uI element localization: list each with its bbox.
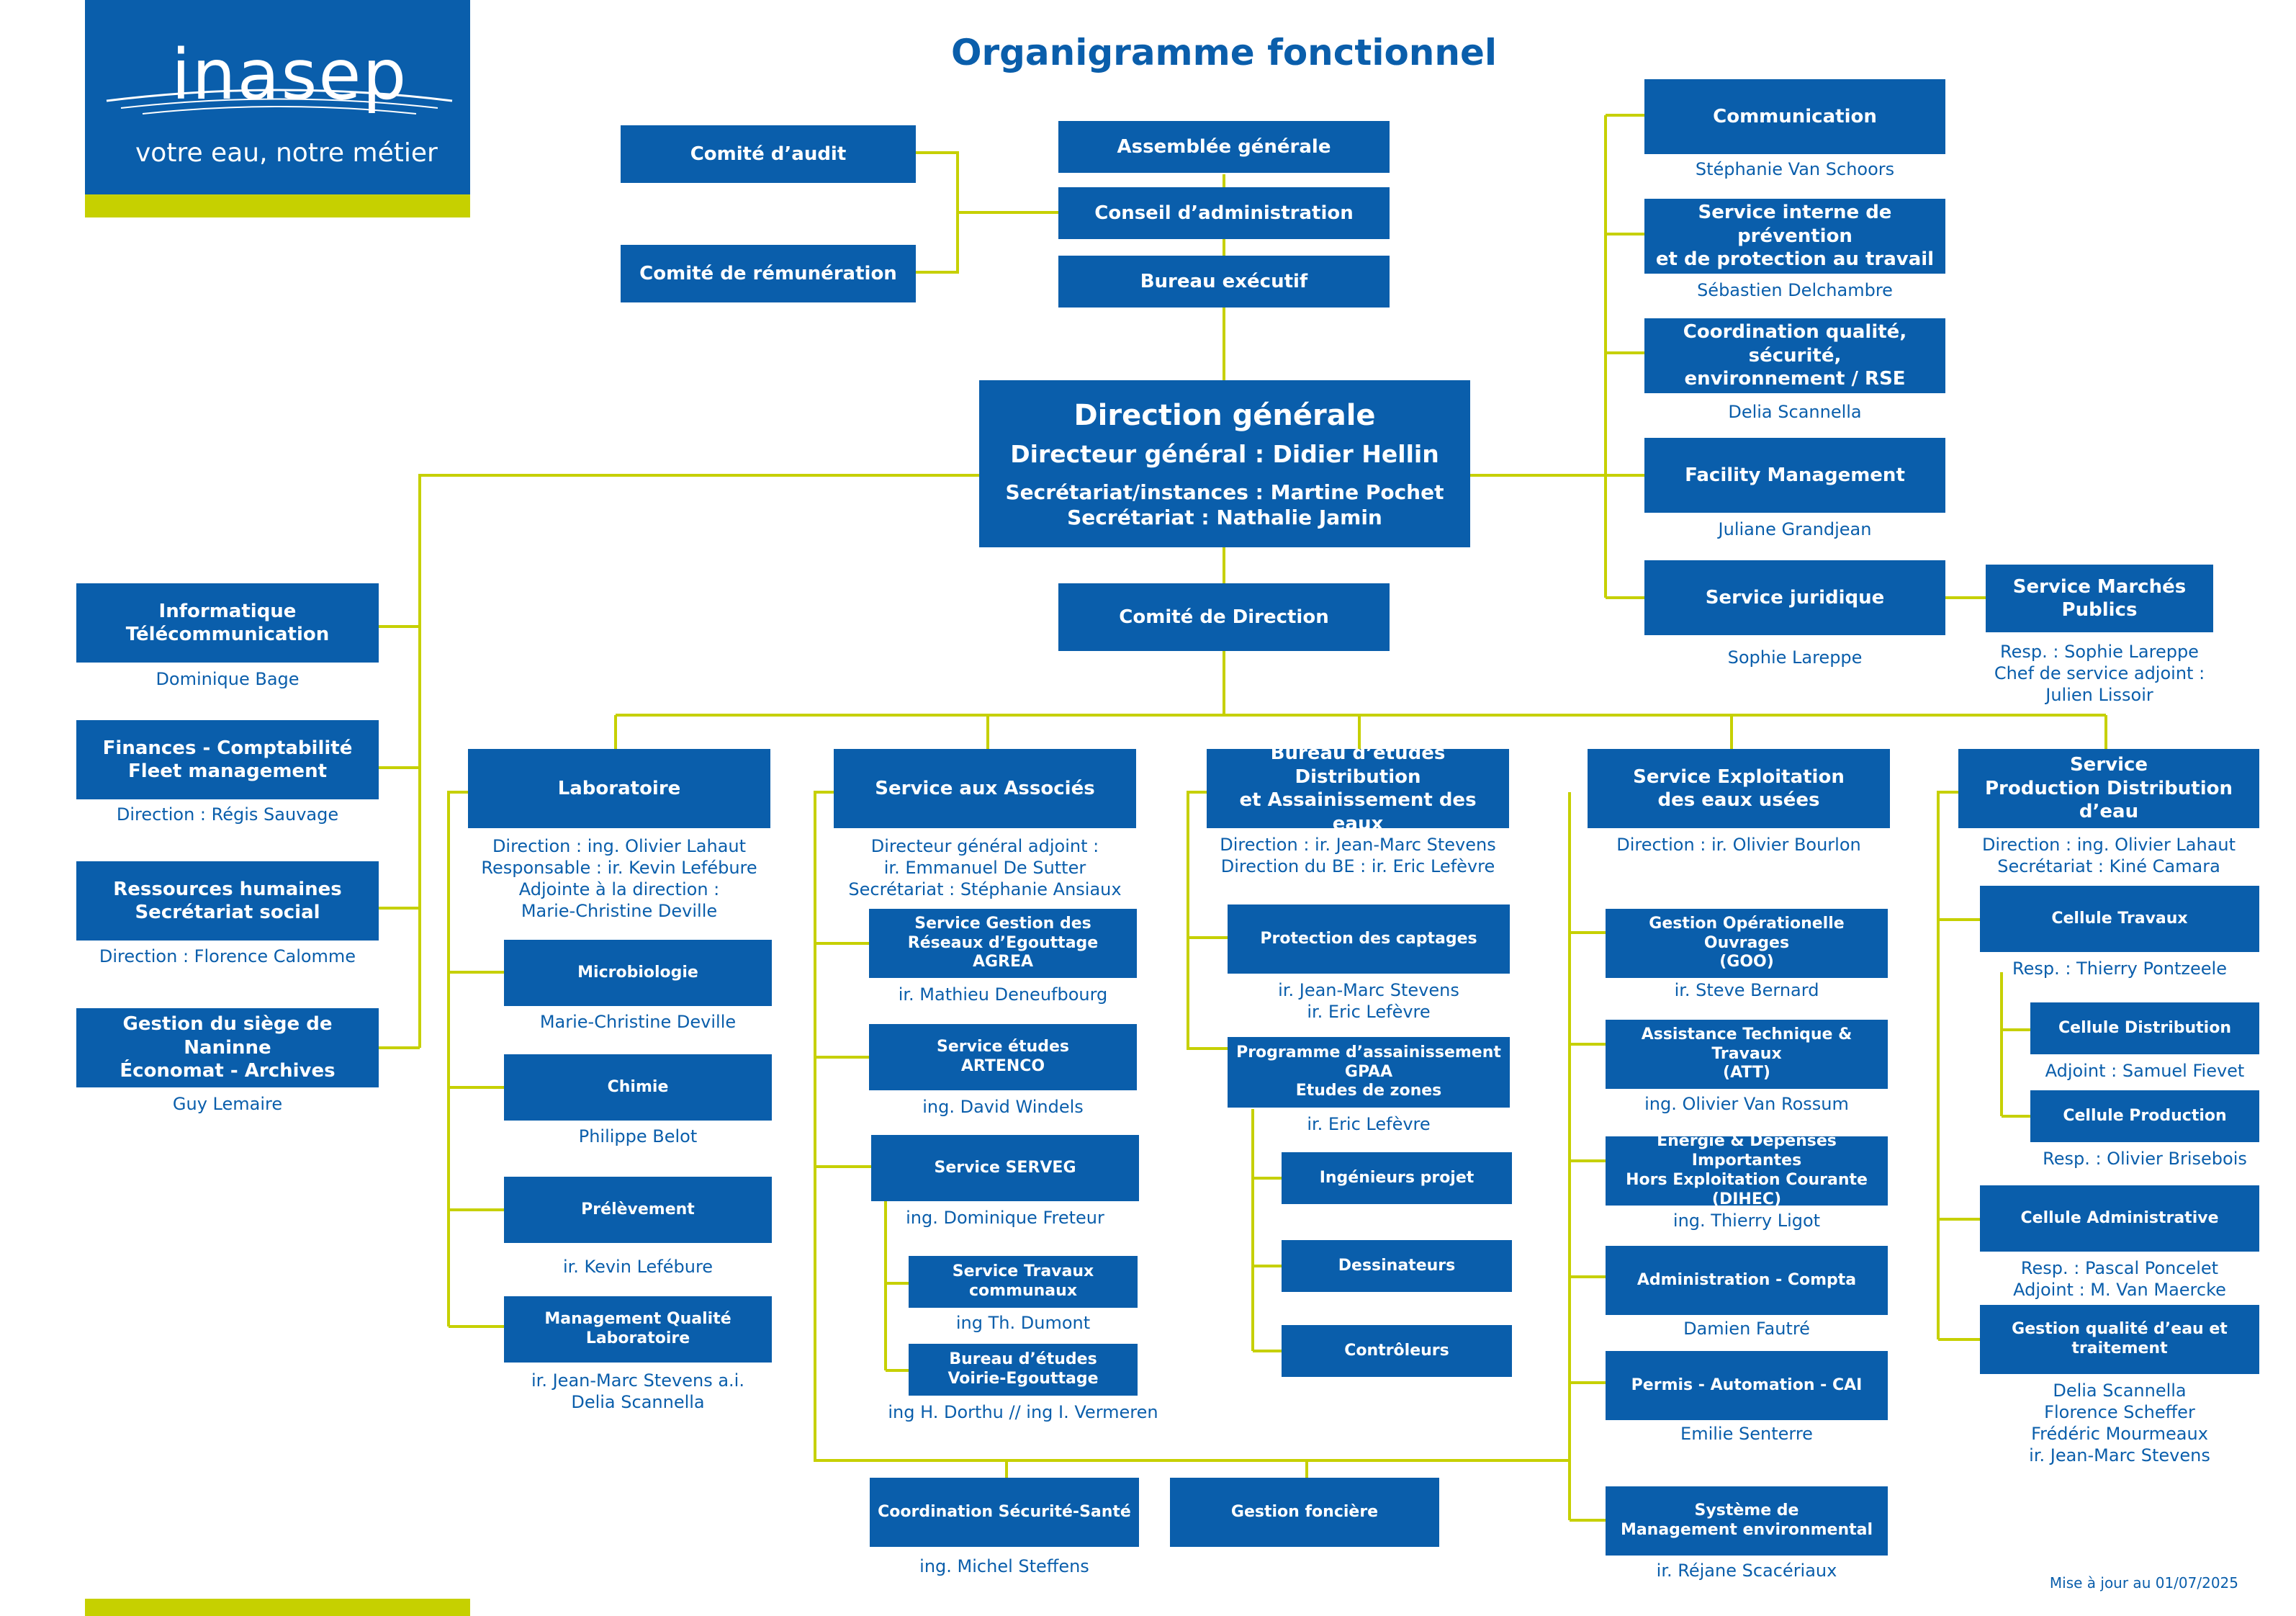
controleurs-box: Contrôleurs (1282, 1325, 1512, 1377)
cellule-distribution-box: Cellule Distribution (2030, 1002, 2259, 1054)
dihec-person: ing. Thierry Ligot (1673, 1211, 1821, 1231)
travaux-communaux-person: ing Th. Dumont (955, 1313, 1091, 1333)
serveg-box: Service SERVEG (871, 1135, 1139, 1201)
administration-compta-person: Damien Fautré (1683, 1319, 1810, 1339)
laboratoire-box: Laboratoire (468, 749, 770, 828)
comite-audit-box: Comité d’audit (621, 125, 916, 183)
page-title: Organigramme fonctionnel (950, 32, 1498, 73)
coordination-securite-box: Coordination Sécurité-Santé (870, 1478, 1139, 1547)
comite-direction-box: Comité de Direction (1058, 583, 1390, 651)
administration-compta-box: Administration - Compta (1606, 1246, 1888, 1315)
gpaa-person: ir. Eric Lefèvre (1307, 1114, 1431, 1134)
att-person: ing. Olivier Van Rossum (1644, 1094, 1849, 1114)
assemblee-generale-box: Assemblée générale (1058, 121, 1390, 173)
cellule-travaux-person: Resp. : Thierry Pontzeele (2012, 959, 2227, 979)
ingenieurs-projet-box: Ingénieurs projet (1282, 1152, 1512, 1204)
cellule-travaux-box: Cellule Travaux (1980, 886, 2259, 952)
finances-person: Direction : Régis Sauvage (116, 804, 339, 825)
sippt-person: Sébastien Delchambre (1697, 280, 1893, 300)
prelevement-box: Prélèvement (504, 1177, 772, 1243)
direction-generale-box: Direction générale Directeur général : D… (979, 380, 1470, 547)
facility-management-box: Facility Management (1644, 438, 1945, 513)
goo-box: Gestion Opérationelle Ouvrages(GOO) (1606, 909, 1888, 978)
cellule-production-box: Cellule Production (2030, 1090, 2259, 1142)
logo-swoosh-icon (106, 89, 453, 115)
logo-tagline: votre eau, notre métier (135, 138, 438, 168)
coordination-securite-person: ing. Michel Steffens (919, 1556, 1089, 1576)
cellule-administrative-box: Cellule Administrative (1980, 1185, 2259, 1252)
cellule-distribution-person: Adjoint : Samuel Fievet (2045, 1061, 2245, 1081)
att-box: Assistance Technique & Travaux(ATT) (1606, 1020, 1888, 1089)
communication-box: Communication (1644, 79, 1945, 154)
exploitation-person: Direction : ir. Olivier Bourlon (1616, 835, 1861, 855)
facility-management-person: Juliane Grandjean (1718, 519, 1872, 539)
qse-person: Delia Scannella (1728, 402, 1862, 422)
cellule-production-person: Resp. : Olivier Brisebois (2043, 1149, 2247, 1169)
service-associes-persons: Directeur général adjoint :ir. Emmanuel … (848, 836, 1122, 899)
chimie-person: Philippe Belot (578, 1126, 698, 1146)
ressources-humaines-person: Direction : Florence Calomme (99, 946, 356, 966)
service-associes-box: Service aux Associés (834, 749, 1136, 828)
conseil-administration-box: Conseil d’administration (1058, 187, 1390, 239)
qse-box: Coordination qualité, sécurité,environne… (1644, 318, 1945, 393)
chimie-box: Chimie (504, 1054, 772, 1121)
prelevement-person: ir. Kevin Lefébure (562, 1257, 713, 1277)
logo-accent-bar (85, 194, 470, 217)
microbiologie-box: Microbiologie (504, 940, 772, 1006)
permis-cai-person: Emilie Senterre (1680, 1424, 1813, 1444)
service-juridique-box: Service juridique (1644, 560, 1945, 635)
goo-person: ir. Steve Bernard (1674, 980, 1819, 1000)
sme-person: ir. Réjane Scacériaux (1656, 1561, 1837, 1581)
logo: inasep votre eau, notre métier (85, 0, 470, 194)
dessinateurs-box: Dessinateurs (1282, 1240, 1512, 1292)
gestion-siege-person: Guy Lemaire (172, 1094, 283, 1114)
serveg-person: ing. Dominique Freteur (906, 1208, 1104, 1228)
management-qualite-persons: ir. Jean-Marc Stevens a.i.Delia Scannell… (531, 1370, 744, 1412)
microbiologie-person: Marie-Christine Deville (539, 1012, 737, 1032)
bureau-executif-box: Bureau exécutif (1058, 256, 1390, 308)
communication-person: Stéphanie Van Schoors (1695, 159, 1895, 179)
comite-remuneration-box: Comité de rémunération (621, 245, 916, 302)
update-date: Mise à jour au 01/07/2025 (2049, 1574, 2238, 1592)
bureau-voirie-persons: ing H. Dorthu // ing I. Vermeren (888, 1402, 1158, 1422)
service-juridique-person: Sophie Lareppe (1727, 647, 1863, 668)
bottom-accent-bar (85, 1599, 470, 1616)
marches-publics-box: Service Marchés Publics (1986, 565, 2213, 632)
protection-captages-box: Protection des captages (1228, 904, 1510, 974)
permis-cai-box: Permis - Automation - CAI (1606, 1351, 1888, 1420)
agrea-person: ir. Mathieu Deneufbourg (898, 984, 1108, 1005)
gestion-fonciere-box: Gestion foncière (1170, 1478, 1439, 1547)
artenco-person: ing. David Windels (922, 1097, 1084, 1117)
informatique-person: Dominique Bage (156, 669, 300, 689)
